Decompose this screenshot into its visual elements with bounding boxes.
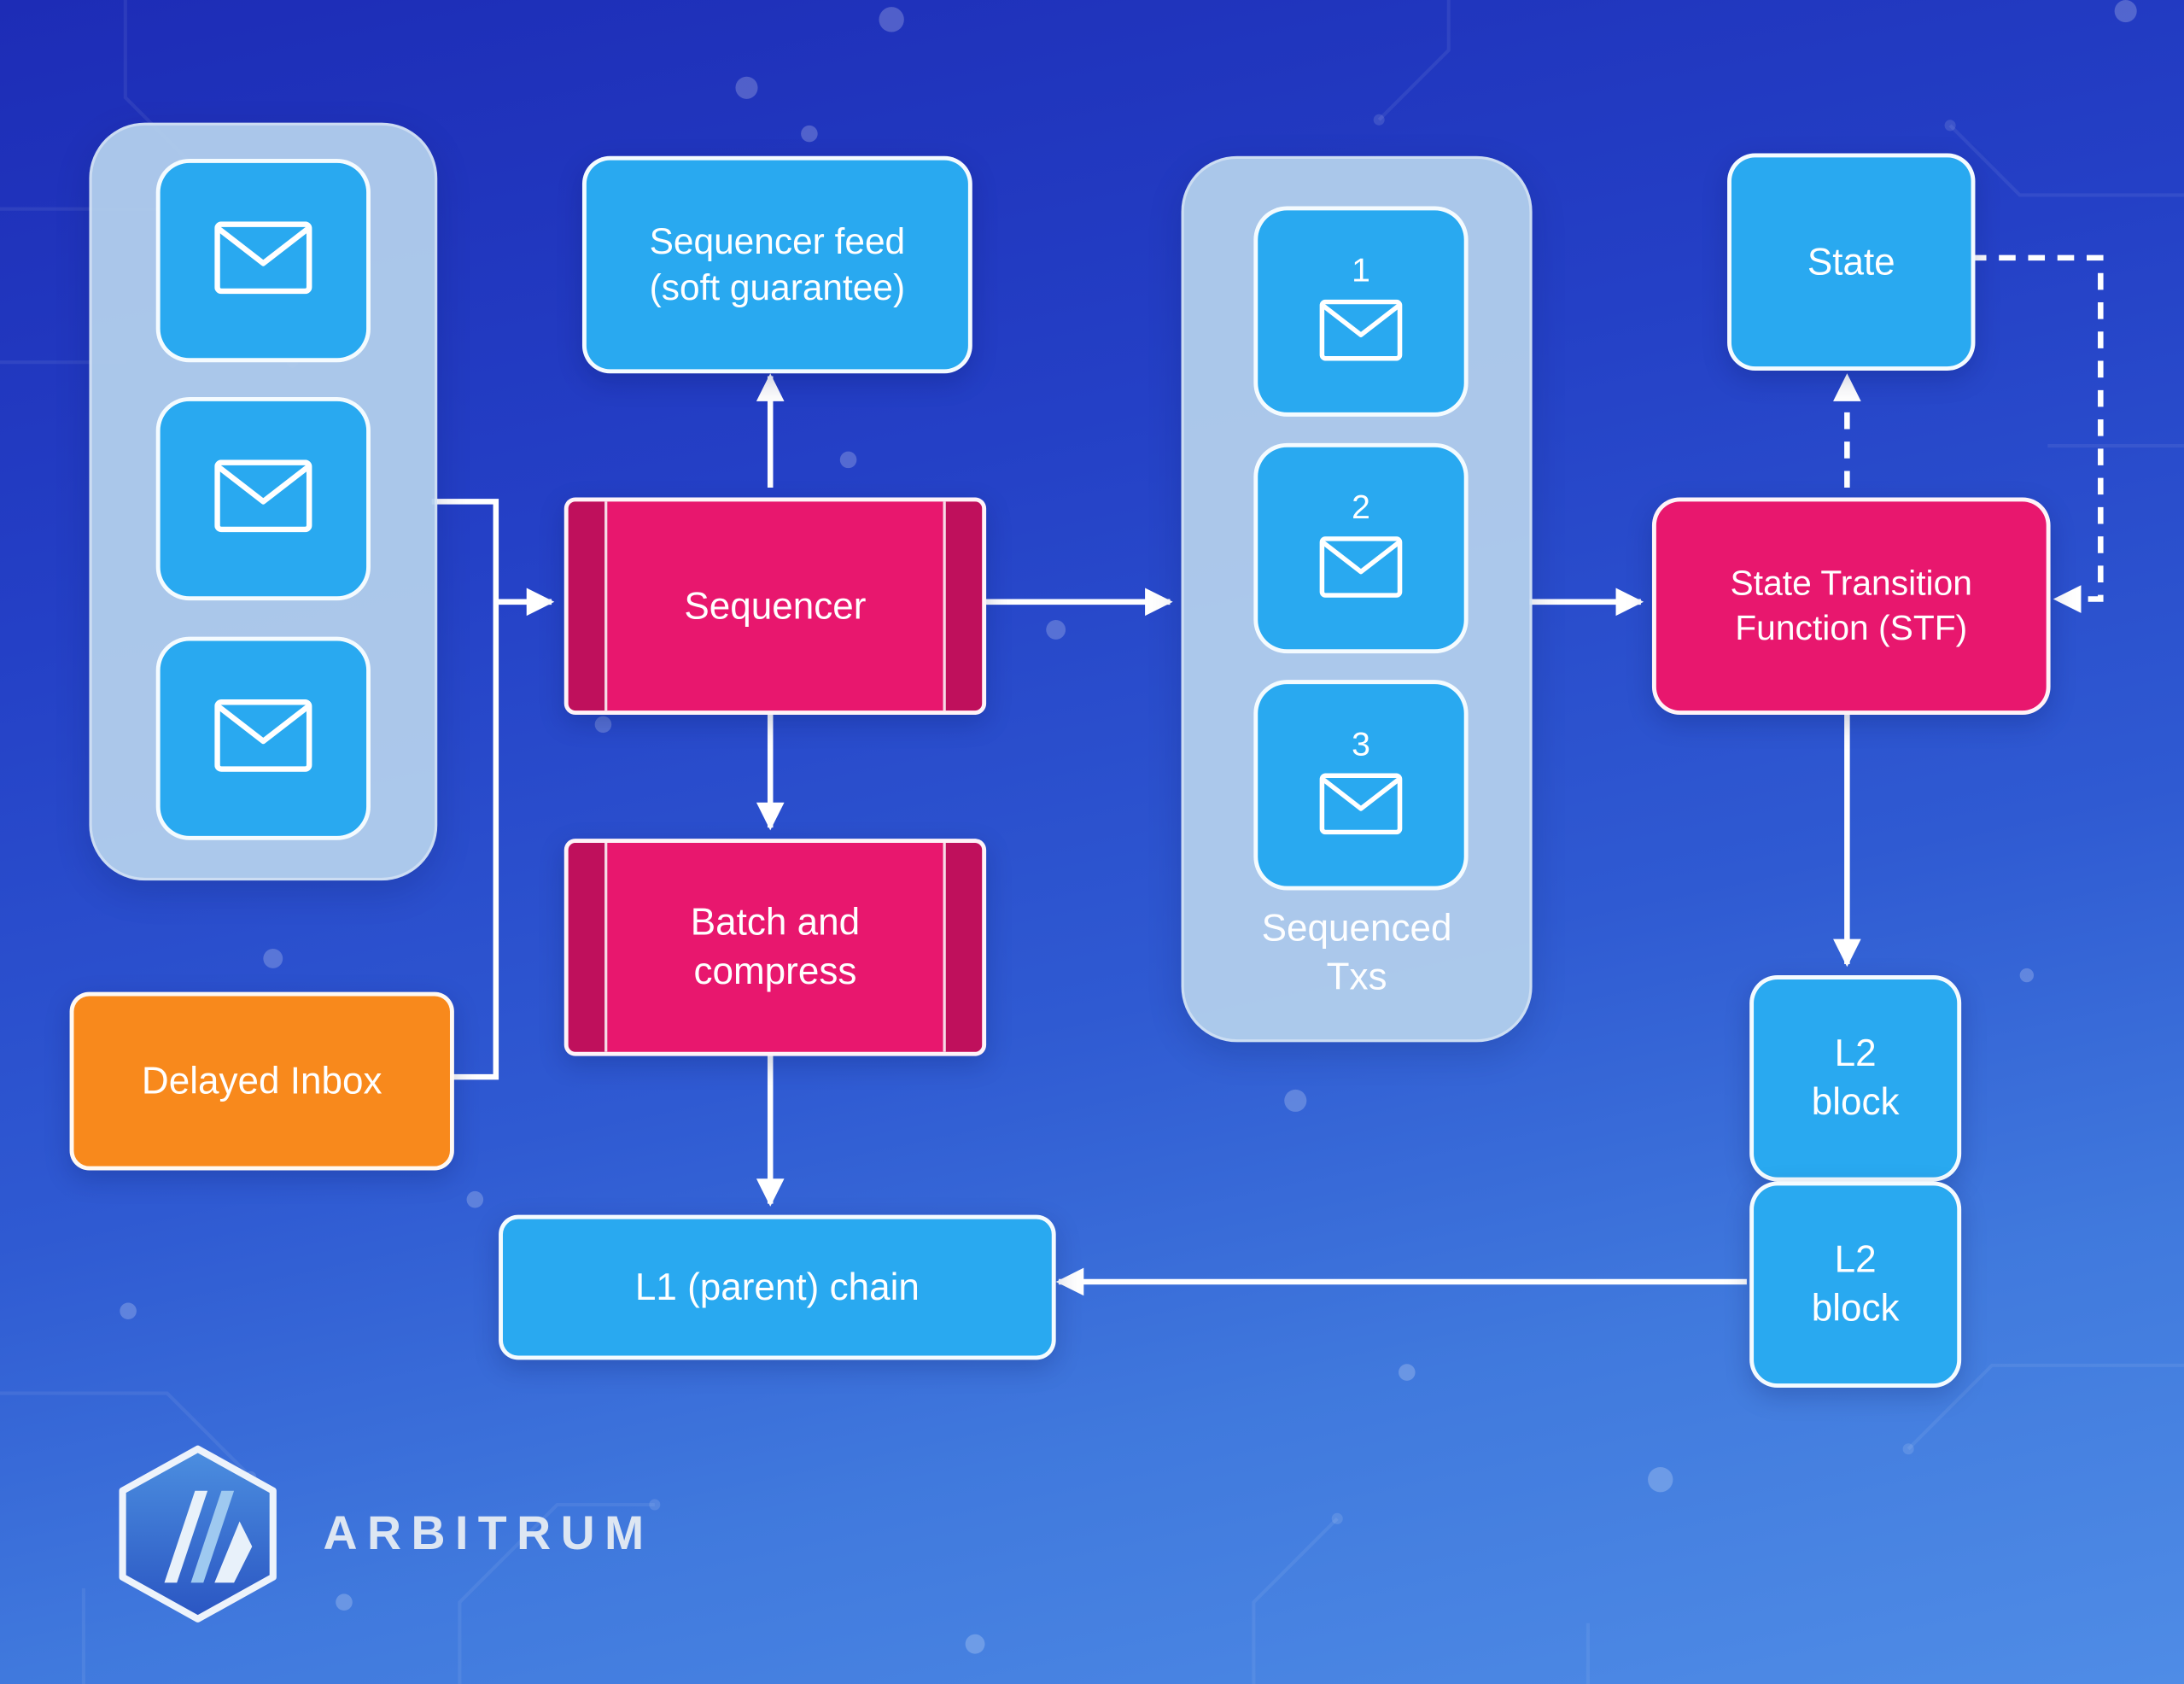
inbox-message-tile (155, 158, 371, 363)
inbox-message-tile (155, 396, 371, 601)
inbox-message-tile (155, 636, 371, 840)
envelope-icon (1319, 299, 1403, 368)
delayed-inbox-label: Delayed Inbox (141, 1060, 382, 1102)
l1-chain-node: L1 (parent) chain (499, 1214, 1056, 1360)
batch-compress-label: Batch and compress (690, 902, 861, 992)
l2-block-node: L2 block (1749, 975, 1962, 1182)
brand-lockup: ARBITRUM (114, 1443, 654, 1624)
inbox-tray (89, 122, 438, 881)
envelope-icon (214, 459, 312, 539)
sequenced-tx-tile: 1 (1253, 206, 1469, 417)
state-node: State (1727, 153, 1976, 371)
sequencer-feed-label: Sequencer feed (soft guarantee) (649, 219, 906, 308)
arbitrum-logo (119, 1445, 277, 1623)
sequenced-tx-tile: 3 (1253, 680, 1469, 891)
tx-number: 2 (1352, 488, 1370, 527)
sequenced-txs-tray: 1 2 3 Sequenced Txs (1181, 155, 1533, 1043)
stf-node: State Transition Function (STF) (1651, 497, 2051, 715)
sequencer-feed-node: Sequencer feed (soft guarantee) (581, 155, 972, 374)
envelope-icon (1319, 536, 1403, 605)
l2-block-label: L2 block (1811, 1239, 1900, 1330)
brand-name: ARBITRUM (323, 1506, 654, 1560)
envelope-icon (214, 220, 312, 301)
l2-block-label: L2 block (1811, 1032, 1900, 1123)
state-label: State (1807, 240, 1895, 283)
batch-compress-node: Batch and compress (564, 839, 987, 1056)
envelope-icon (214, 699, 312, 778)
sequenced-tx-tile: 2 (1253, 442, 1469, 654)
sequencer-node: Sequencer (564, 497, 987, 715)
envelope-icon (1319, 773, 1403, 841)
l2-block-node: L2 block (1749, 1181, 1962, 1388)
sequenced-txs-caption: Sequenced Txs (1261, 907, 1452, 998)
stf-label: State Transition Function (STF) (1730, 564, 1972, 648)
sequencer-label: Sequencer (684, 584, 867, 627)
l1-chain-label: L1 (parent) chain (634, 1266, 920, 1308)
inbox-junction-line (431, 499, 499, 1080)
delayed-inbox-node: Delayed Inbox (69, 991, 454, 1171)
tx-number: 1 (1352, 252, 1370, 290)
tx-number: 3 (1352, 726, 1370, 764)
